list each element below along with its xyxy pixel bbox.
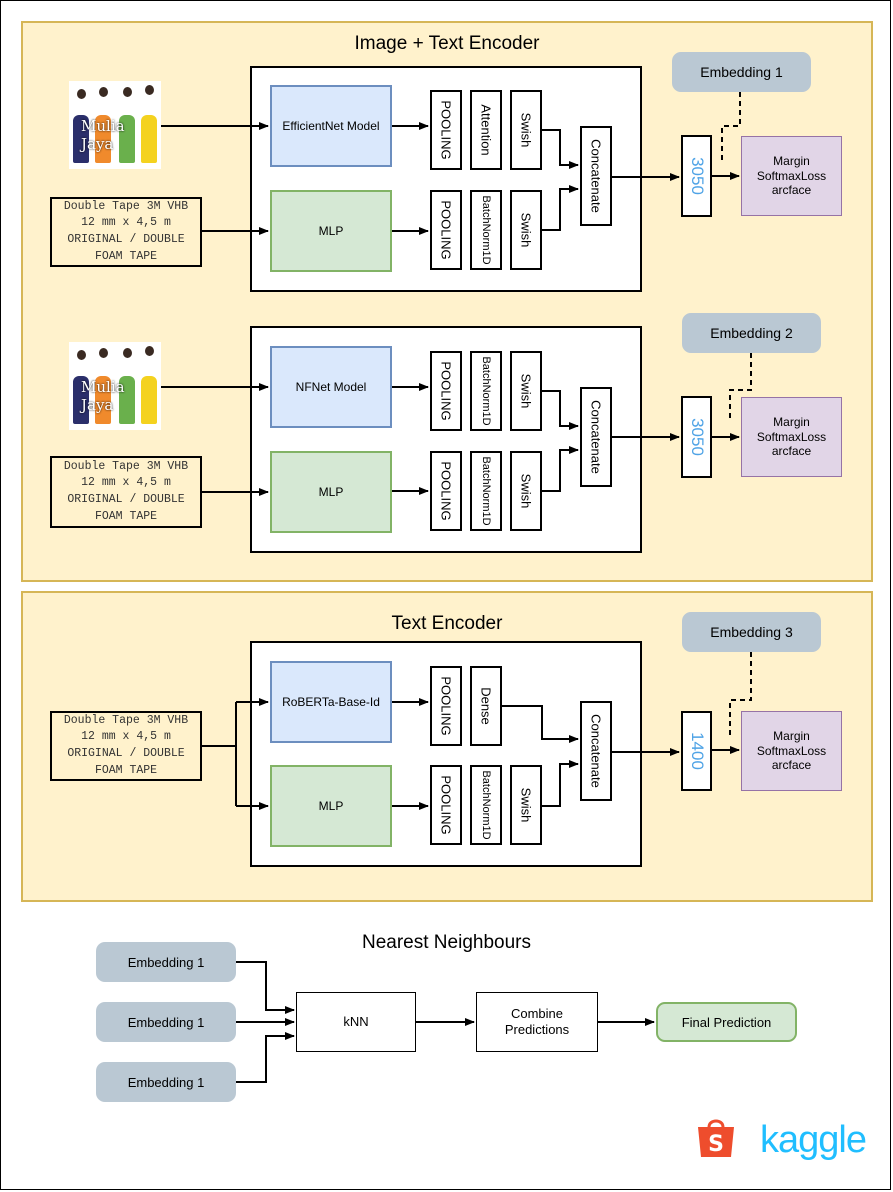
kaggle-logo: kaggle	[760, 1119, 867, 1161]
embedding-dim-box: 3050	[681, 135, 712, 217]
pooling-box: POOLING	[430, 351, 462, 431]
batchnorm-box: BatchNorm1D	[470, 451, 502, 531]
shopee-bag-icon: S	[698, 1119, 734, 1157]
pooling-box: POOLING	[430, 190, 462, 270]
section-title: Nearest Neighbours	[362, 932, 531, 953]
swish-box: Swish	[510, 351, 542, 431]
product-watermark: Mulia Jaya	[81, 378, 125, 414]
nn-embedding-input: Embedding 1	[96, 1002, 236, 1042]
efficientnet-model-box: EfficientNet Model	[270, 85, 392, 167]
embedding-dim-box: 1400	[681, 711, 712, 791]
product-text-input-2: Double Tape 3M VHB 12 mm x 4,5 m ORIGINA…	[50, 456, 202, 528]
pooling-box: POOLING	[430, 666, 462, 746]
knn-box: kNN	[296, 992, 416, 1052]
product-text-input-1: Double Tape 3M VHB 12 mm x 4,5 m ORIGINA…	[50, 197, 202, 267]
embedding-3-label: Embedding 3	[682, 612, 821, 652]
batchnorm-box: BatchNorm1D	[470, 765, 502, 845]
final-prediction-box: Final Prediction	[656, 1002, 797, 1042]
product-image-1: Mulia Jaya	[69, 81, 161, 169]
section-title: Image + Text Encoder	[354, 33, 540, 54]
attention-box: Attention	[470, 90, 502, 170]
swish-box: Swish	[510, 765, 542, 845]
swish-box: Swish	[510, 190, 542, 270]
embedding-2-label: Embedding 2	[682, 313, 821, 353]
dense-box: Dense	[470, 666, 502, 746]
concatenate-box: Concatenate	[580, 387, 612, 487]
concatenate-box: Concatenate	[580, 126, 612, 226]
combine-predictions-box: Combine Predictions	[476, 992, 598, 1052]
swish-box: Swish	[510, 90, 542, 170]
svg-text:S: S	[708, 1132, 724, 1157]
product-image-2: Mulia Jaya	[69, 342, 161, 430]
mlp-box-1: MLP	[270, 190, 392, 272]
nfnet-model-box: NFNet Model	[270, 346, 392, 428]
roberta-model-box: RoBERTa-Base-Id	[270, 661, 392, 743]
embedding-dim-box: 3050	[681, 396, 712, 478]
mlp-box-2: MLP	[270, 451, 392, 533]
concatenate-box: Concatenate	[580, 701, 612, 801]
nn-embedding-input: Embedding 1	[96, 1062, 236, 1102]
section-title: Text Encoder	[391, 613, 503, 634]
product-text-input-3: Double Tape 3M VHB 12 mm x 4,5 m ORIGINA…	[50, 711, 202, 781]
pooling-box: POOLING	[430, 451, 462, 531]
pooling-box: POOLING	[430, 765, 462, 845]
product-watermark: Mulia Jaya	[81, 117, 125, 153]
swish-box: Swish	[510, 451, 542, 531]
nn-embedding-input: Embedding 1	[96, 942, 236, 982]
pooling-box: POOLING	[430, 90, 462, 170]
embedding-1-label: Embedding 1	[672, 52, 811, 92]
batchnorm-box: BatchNorm1D	[470, 351, 502, 431]
mlp-box-3: MLP	[270, 765, 392, 847]
batchnorm-box: BatchNorm1D	[470, 190, 502, 270]
